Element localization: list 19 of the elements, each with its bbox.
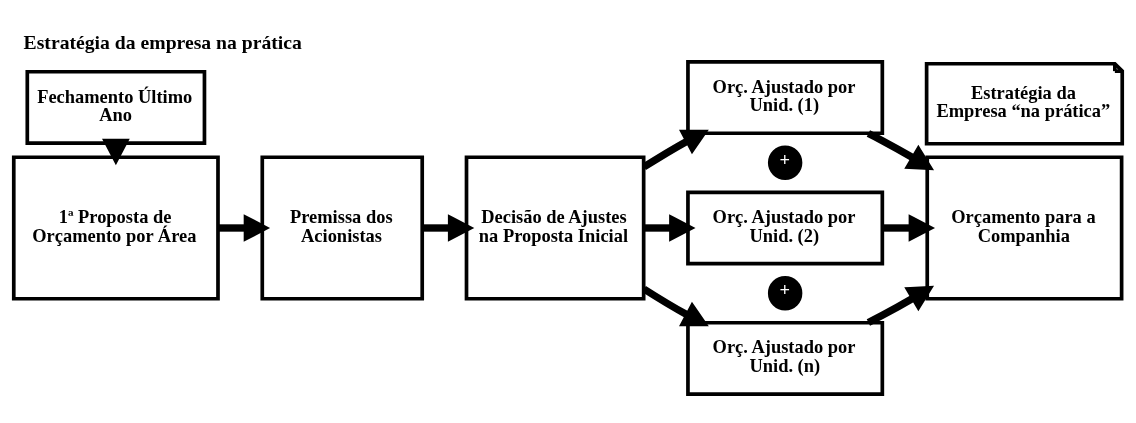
arrow	[866, 129, 935, 170]
arrow	[882, 213, 936, 242]
arrow	[866, 285, 935, 326]
node-box: Decisão de Ajustes na Proposta Inicial	[464, 154, 646, 301]
node-box: Orçamento para a Companhia	[925, 154, 1124, 301]
arrow	[218, 213, 271, 242]
node-box: Orç. Ajustado por Unid. (1)	[686, 59, 885, 135]
arrow	[102, 138, 130, 165]
node-circle: +	[767, 145, 803, 180]
node-box: Orç. Ajustado por Unid. (n)	[686, 320, 885, 396]
node-circle: +	[767, 275, 803, 310]
diagram-title: Estratégia da empresa na prática	[23, 30, 302, 53]
node-box: Premissa dos Acionistas	[260, 154, 425, 301]
node-box: 1ª Proposta de Orçamento por Área	[11, 154, 220, 301]
arrow	[641, 129, 709, 170]
arrow	[644, 213, 696, 242]
arrow	[422, 213, 475, 242]
node-box: Orç. Ajustado por Unid. (2)	[686, 189, 885, 265]
arrow	[641, 285, 709, 326]
